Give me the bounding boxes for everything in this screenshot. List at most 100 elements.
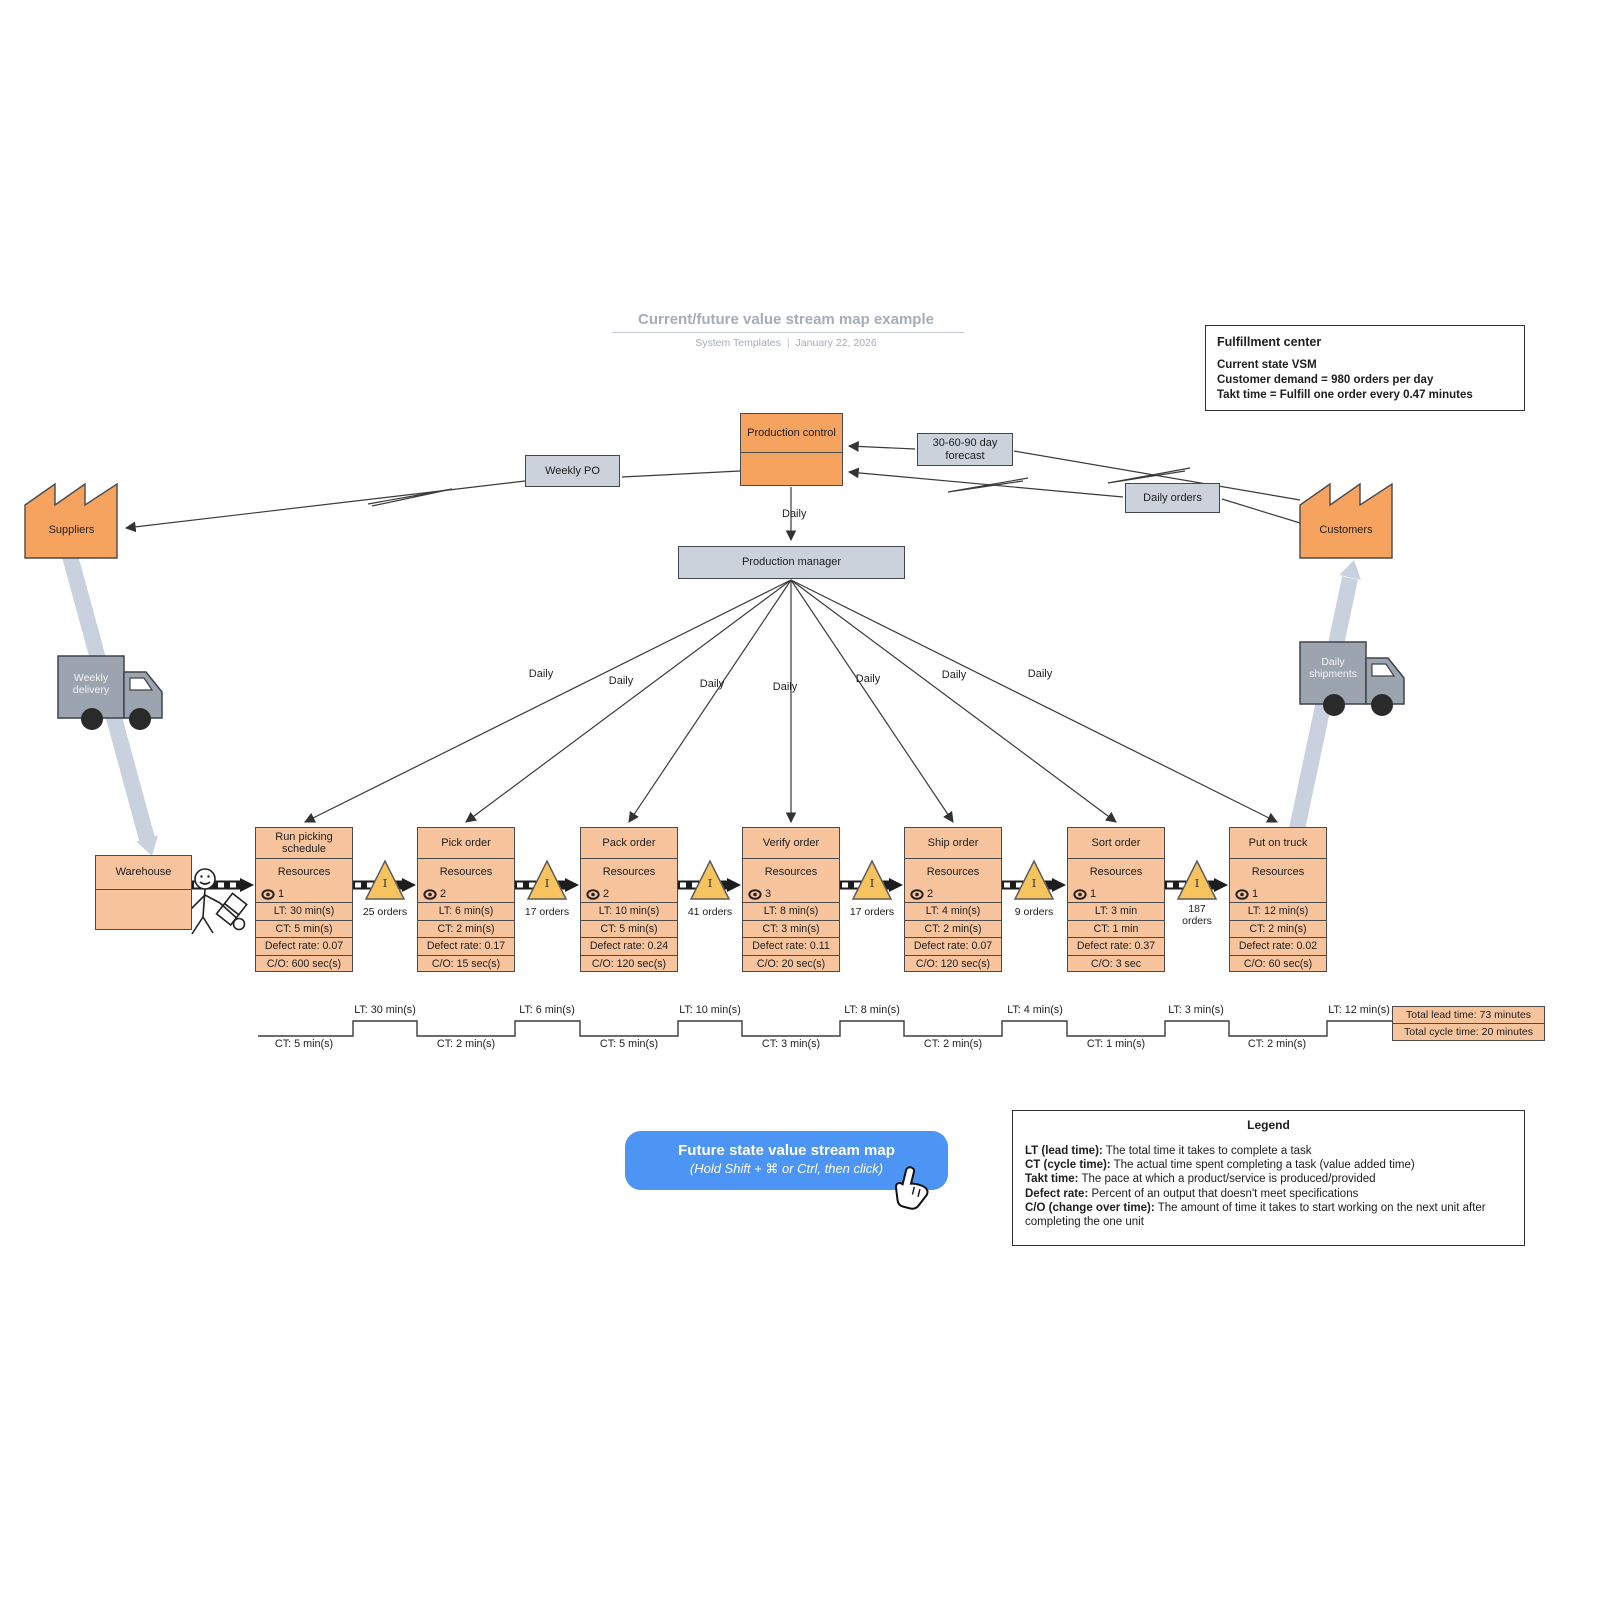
- inventory-count: 9 orders: [1014, 906, 1054, 918]
- inventory-triangle[interactable]: [1176, 859, 1218, 900]
- process-defect-rate: Defect rate: 0.24: [581, 937, 677, 955]
- forecast-box[interactable]: 30-60-90 day forecast: [917, 433, 1013, 466]
- process-ct: CT: 3 min(s): [743, 919, 839, 938]
- daily-shipments-truck-icon[interactable]: [1299, 641, 1405, 716]
- process-resources: Resources 1: [1068, 859, 1164, 902]
- resources-label: Resources: [1089, 866, 1143, 878]
- inventory-count: 25 orders: [362, 906, 408, 918]
- process-box-verify-order[interactable]: Verify order Resources 3 LT: 8 min(s) CT…: [742, 827, 840, 972]
- legend-term: CT (cycle time):: [1025, 1159, 1111, 1172]
- inventory-triangle[interactable]: [851, 859, 893, 900]
- timeline-lt-label: LT: 4 min(s): [1007, 1004, 1063, 1016]
- daily-flow-label: Daily: [699, 678, 725, 690]
- resources-label: Resources: [277, 866, 331, 878]
- legend-entry: Takt time: The pace at which a product/s…: [1025, 1172, 1512, 1186]
- inventory-triangles: [364, 859, 1218, 900]
- timeline-ct-label: CT: 2 min(s): [436, 1038, 496, 1050]
- resource-count: 2: [927, 888, 934, 900]
- process-resources: Resources 3: [743, 859, 839, 902]
- process-box-run-picking-schedule[interactable]: Run picking schedule Resources 1 LT: 30 …: [255, 827, 353, 972]
- daily-flow-label: Daily: [782, 508, 807, 520]
- process-title: Verify order: [743, 828, 839, 859]
- process-resources: Resources 2: [581, 859, 677, 902]
- process-title: Sort order: [1068, 828, 1164, 859]
- process-ct: CT: 2 min(s): [418, 919, 514, 938]
- customers-factory-icon[interactable]: [1299, 482, 1393, 559]
- timeline-lt-label: LT: 6 min(s): [519, 1004, 575, 1016]
- operator-icon: [748, 888, 762, 900]
- operator-icon: [1073, 888, 1087, 900]
- suppliers-factory-icon[interactable]: [24, 482, 118, 559]
- production-control-box[interactable]: Production control: [740, 413, 843, 486]
- process-box-pick-order[interactable]: Pick order Resources 2 LT: 6 min(s) CT: …: [417, 827, 515, 972]
- button-subtitle: (Hold Shift + ⌘ or Ctrl, then click): [689, 1161, 884, 1176]
- daily-orders-box[interactable]: Daily orders: [1125, 483, 1220, 513]
- warehouse-box[interactable]: Warehouse: [95, 855, 192, 930]
- process-changeover: C/O: 15 sec(s): [418, 954, 514, 973]
- weekly-po-box[interactable]: Weekly PO: [525, 455, 620, 487]
- timeline-ct-label: CT: 5 min(s): [274, 1038, 334, 1050]
- inventory-triangle[interactable]: [1013, 859, 1055, 900]
- timeline-ct-label: CT: 2 min(s): [923, 1038, 983, 1050]
- inventory-triangle[interactable]: [526, 859, 568, 900]
- process-box-pack-order[interactable]: Pack order Resources 2 LT: 10 min(s) CT:…: [580, 827, 678, 972]
- process-box-sort-order[interactable]: Sort order Resources 1 LT: 3 min CT: 1 m…: [1067, 827, 1165, 972]
- process-box-ship-order[interactable]: Ship order Resources 2 LT: 4 min(s) CT: …: [904, 827, 1002, 972]
- total-cycle-time-box[interactable]: Total cycle time: 20 minutes: [1392, 1023, 1545, 1041]
- process-resources: Resources 1: [256, 859, 352, 902]
- resource-count: 3: [765, 888, 772, 900]
- inventory-triangle[interactable]: [364, 859, 406, 900]
- inventory-symbol: I: [382, 876, 388, 890]
- card-line-current-state: Current state VSM: [1217, 359, 1317, 371]
- operator-icon: [586, 888, 600, 900]
- resources-label: Resources: [602, 866, 656, 878]
- timeline-lt-label: LT: 30 min(s): [354, 1004, 416, 1016]
- forecast-label: 30-60-90 day forecast: [932, 437, 998, 462]
- process-box-put-on-truck[interactable]: Put on truck Resources 1 LT: 12 min(s) C…: [1229, 827, 1327, 972]
- electronic-flow-zigzag: [947, 477, 1029, 493]
- legend-definition: The pace at which a product/service is p…: [1078, 1173, 1376, 1186]
- resource-count: 1: [1090, 888, 1097, 900]
- process-defect-rate: Defect rate: 0.37: [1068, 937, 1164, 955]
- production-control-label: Production control: [741, 414, 842, 453]
- inventory-symbol: I: [544, 876, 550, 890]
- resource-count: 2: [440, 888, 447, 900]
- inventory-triangle[interactable]: [689, 859, 731, 900]
- subtitle-separator: |: [786, 337, 790, 349]
- process-resources: Resources 2: [418, 859, 514, 902]
- production-manager-box[interactable]: Production manager: [678, 546, 905, 579]
- operator-icon: [910, 888, 924, 900]
- process-title: Put on truck: [1230, 828, 1326, 859]
- production-manager-label: Production manager: [741, 556, 842, 569]
- legend-box[interactable]: Legend LT (lead time): The total time it…: [1012, 1110, 1525, 1246]
- process-defect-rate: Defect rate: 0.07: [256, 937, 352, 955]
- process-title: Pack order: [581, 828, 677, 859]
- process-defect-rate: Defect rate: 0.17: [418, 937, 514, 955]
- daily-flow-label: Daily: [608, 675, 634, 687]
- resource-count: 1: [1252, 888, 1259, 900]
- electronic-flow-zigzag: [1107, 467, 1191, 484]
- page-date: January 22, 2026: [795, 337, 877, 349]
- total-lead-time-box[interactable]: Total lead time: 73 minutes: [1392, 1006, 1545, 1024]
- timeline-lt-label: LT: 12 min(s): [1328, 1004, 1390, 1016]
- legend-term: LT (lead time):: [1025, 1145, 1103, 1157]
- weekly-delivery-truck-icon[interactable]: [57, 655, 163, 730]
- future-state-link-button[interactable]: Future state value stream map (Hold Shif…: [625, 1131, 948, 1190]
- page-subtitle: System Templates|January 22, 2026: [480, 337, 1092, 349]
- fulfillment-center-card[interactable]: Fulfillment center Current state VSM Cus…: [1205, 325, 1525, 411]
- warehouse-label: Warehouse: [96, 856, 191, 890]
- process-resources: Resources 1: [1230, 859, 1326, 902]
- card-line-customer-demand: Customer demand = 980 orders per day: [1217, 374, 1434, 386]
- legend-term: C/O (change over time):: [1025, 1201, 1155, 1214]
- resource-count: 1: [278, 888, 285, 900]
- timeline-ct-label: CT: 1 min(s): [1086, 1038, 1146, 1050]
- legend-entry: LT (lead time): The total time it takes …: [1025, 1144, 1512, 1158]
- daily-flow-label: Daily: [528, 668, 554, 680]
- process-changeover: C/O: 3 sec: [1068, 954, 1164, 973]
- timeline-ct-label: CT: 2 min(s): [1247, 1038, 1307, 1050]
- legend-title: Legend: [1247, 1118, 1290, 1132]
- daily-flow-label: Daily: [1027, 668, 1053, 680]
- process-resources: Resources 2: [905, 859, 1001, 902]
- legend-definition: The total time it takes to complete a ta…: [1102, 1145, 1312, 1157]
